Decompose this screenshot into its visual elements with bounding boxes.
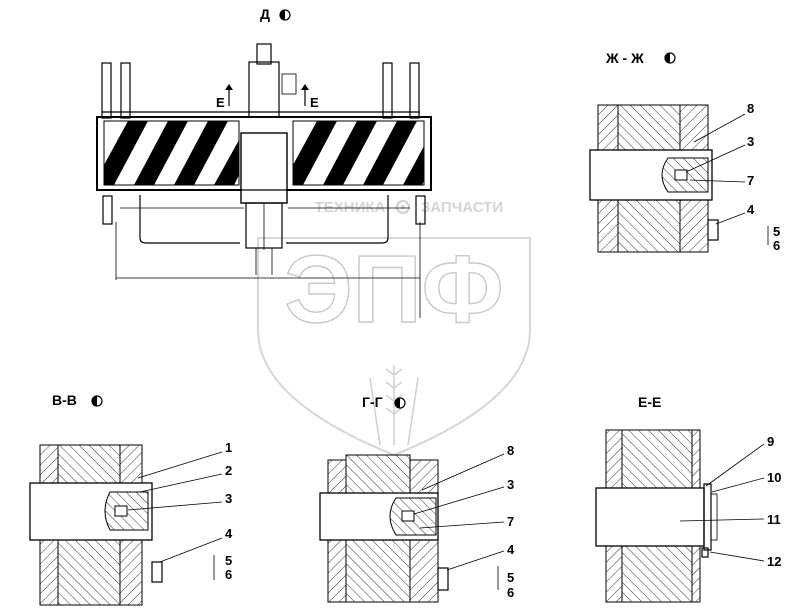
callout: 12 — [767, 554, 781, 569]
callout: 9 — [767, 434, 774, 449]
gear-icon — [396, 200, 410, 214]
callout: 8 — [507, 443, 514, 458]
view-gg: Г-Г 8 3 7 4 5 6 — [319, 394, 515, 603]
cut-mark-right: Е — [310, 95, 319, 110]
callout: 4 — [225, 526, 233, 541]
callout: 4 — [507, 542, 515, 557]
view-vv-title: В-В — [52, 392, 77, 408]
callout: 5 — [225, 553, 232, 568]
view-vv: В-В 1 2 3 4 5 6 — [29, 392, 233, 606]
view-ee: Е-Е 9 10 11 12 — [595, 394, 781, 603]
rotation-marker-icon — [91, 395, 103, 407]
view-d: Д Е Е — [96, 6, 432, 318]
callout: 11 — [767, 512, 781, 527]
hazard-stripes-left — [104, 121, 239, 185]
callout: 2 — [225, 463, 232, 478]
callout: 8 — [747, 101, 754, 116]
callout: 3 — [747, 134, 754, 149]
watermark-logo: ЭПФ — [284, 236, 503, 343]
rotation-marker-icon — [394, 397, 406, 409]
callout: 6 — [225, 567, 232, 582]
callout: 7 — [507, 514, 514, 529]
hazard-stripes-right — [293, 121, 424, 185]
watermark-left-word: ТЕХНИКА — [315, 199, 386, 216]
callout: 1 — [225, 440, 232, 455]
rotation-marker-icon — [279, 9, 291, 21]
watermark-right-word: ЗАПЧАСТИ — [421, 199, 503, 216]
view-gg-title: Г-Г — [362, 394, 383, 410]
callout: 4 — [747, 202, 755, 217]
callout: 5 — [773, 224, 780, 239]
cut-mark-left: Е — [216, 95, 225, 110]
callout: 10 — [767, 470, 781, 485]
callout: 7 — [747, 173, 754, 188]
view-zh-title: Ж - Ж — [605, 50, 644, 66]
view-ee-title: Е-Е — [638, 394, 661, 410]
callout: 3 — [507, 477, 514, 492]
view-zh: Ж - Ж 8 3 7 4 5 6 — [589, 50, 780, 253]
view-d-title: Д — [260, 6, 270, 22]
callout: 6 — [507, 585, 514, 600]
watermark: ЭПФ ТЕХНИКА ЗАПЧАСТИ — [257, 199, 531, 457]
rotation-marker-icon — [664, 52, 676, 64]
callout: 6 — [773, 238, 780, 253]
callout: 5 — [507, 570, 514, 585]
callout: 3 — [225, 491, 232, 506]
